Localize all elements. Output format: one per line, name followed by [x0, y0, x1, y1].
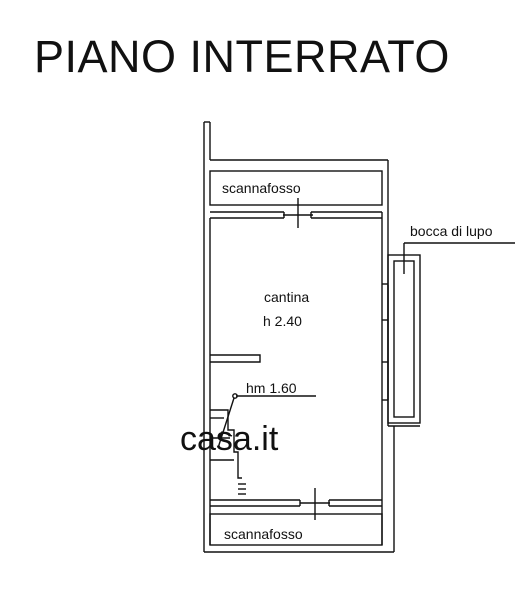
plan-title: PIANO INTERRATO: [34, 31, 450, 82]
stair-direction-line: [217, 397, 235, 449]
stair-arrow-head: [219, 431, 233, 439]
stair-treads: [210, 409, 242, 479]
plan-lines: [203, 121, 515, 553]
label-room-name: cantina: [264, 289, 309, 305]
label-stair-height: hm 1.60: [246, 380, 297, 396]
bottom-trench-box: [209, 513, 383, 546]
label-bottom-trench: scannafosso: [224, 526, 303, 542]
top-trench-box: [209, 170, 383, 206]
height-marker-dot: [232, 393, 238, 399]
light-well-inner: [393, 260, 415, 418]
label-room-height: h 2.40: [263, 313, 302, 329]
light-well-outer: [387, 254, 421, 424]
stair-landing: [210, 354, 261, 363]
label-light-well: bocca di lupo: [410, 223, 493, 239]
watermark-text: casa.it: [180, 420, 279, 458]
label-top-trench: scannafosso: [222, 180, 301, 196]
